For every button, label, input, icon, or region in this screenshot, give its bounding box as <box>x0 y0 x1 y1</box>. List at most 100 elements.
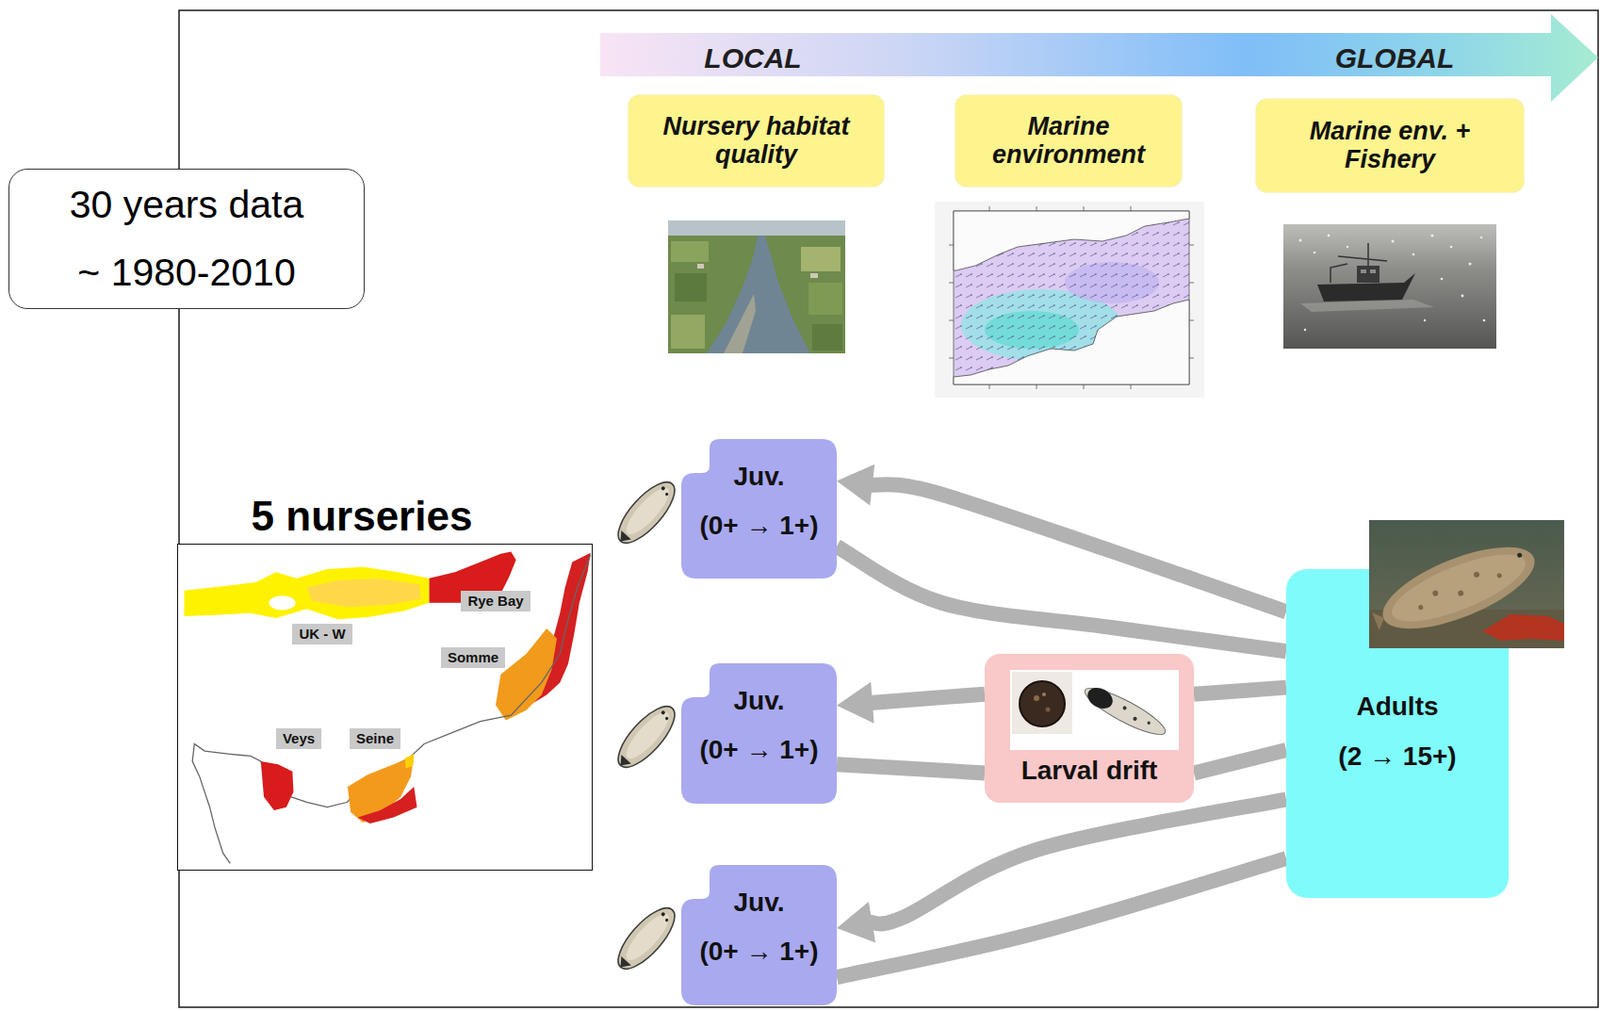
flow-line <box>870 694 985 703</box>
factor-box: Nursery habitat quality <box>628 95 884 187</box>
larva-yolk <box>1083 684 1116 714</box>
juvenile-box: Juv.(0+ → 1+) <box>681 865 837 1006</box>
axis-ticks <box>948 206 1194 390</box>
fish-eye <box>664 917 670 923</box>
sole-spot <box>1472 571 1481 579</box>
water <box>1369 520 1565 649</box>
map-image-ground <box>934 201 1205 398</box>
egg-speckle <box>1042 692 1046 697</box>
egg-frame <box>1012 671 1073 735</box>
flow-arrow <box>836 682 985 724</box>
factor-box: Marine environment <box>955 95 1182 187</box>
sole-spot <box>1496 572 1503 580</box>
flow-line <box>1193 687 1287 695</box>
larval-box: Larval drift <box>984 653 1194 803</box>
fishing-boat-photo <box>1283 224 1497 349</box>
juvenile-box-shape <box>681 865 837 1006</box>
larva-spot <box>1122 705 1127 711</box>
flow-line <box>836 764 985 773</box>
flow-arrow <box>836 546 1287 652</box>
factor-label: Marine env. + Fishery <box>1267 117 1513 174</box>
field <box>670 314 705 349</box>
period-text: ~ 1980-2010 <box>77 249 295 296</box>
stage-name: Juv. <box>734 886 785 919</box>
sandbank <box>723 293 756 354</box>
arrow-head <box>836 901 876 943</box>
seine-area-red <box>358 786 418 824</box>
site-label: Somme <box>440 647 506 669</box>
gulls <box>1299 233 1486 331</box>
flow-arrow <box>836 764 985 773</box>
site-name: UK - W <box>298 624 345 644</box>
adult-box: Adults (2 → 15+) <box>1286 569 1509 898</box>
fish-eye <box>664 716 670 721</box>
land-south <box>953 299 1190 385</box>
sole-tail <box>1371 609 1388 631</box>
flow-line <box>836 858 1287 978</box>
scale-end-label: LOCAL <box>703 41 801 76</box>
fish-eye <box>660 911 667 917</box>
juvenile-sole-icon <box>605 472 687 554</box>
age-range: (0+ → 1+) <box>699 734 818 767</box>
wake <box>1300 299 1435 312</box>
photo-ground <box>1010 669 1179 751</box>
larva-spot <box>1146 720 1151 725</box>
fish-eye <box>660 485 667 491</box>
fish-body <box>609 698 685 776</box>
stage-name: Adults <box>1355 690 1438 723</box>
map-title: 5 nurseries <box>251 491 474 541</box>
larva-body <box>1079 681 1170 742</box>
egg-speckle <box>1033 695 1040 702</box>
scale-arrow: LOCALGLOBAL <box>600 14 1599 102</box>
village <box>697 263 704 269</box>
site-label: Veys <box>276 728 322 750</box>
flow-line <box>1193 750 1287 773</box>
period-box: 30 years data~ 1980-2010 <box>8 168 365 310</box>
fish-eye <box>664 491 670 497</box>
flow-arrow <box>1193 687 1287 695</box>
sole-spot <box>1456 589 1465 598</box>
factor-label: Marine environment <box>966 113 1171 169</box>
arrow-head <box>836 682 875 724</box>
sea <box>1283 224 1497 349</box>
nursery-map: 5 nurseriesRye BayUK - WSommeVeysSeine <box>177 543 593 871</box>
photo-ground <box>668 220 846 354</box>
site-name: Veys <box>282 729 315 749</box>
flow-line <box>836 546 1287 652</box>
age-range: (2 → 15+) <box>1338 740 1456 773</box>
fish-tail <box>615 530 631 546</box>
sole-eye <box>1516 552 1523 559</box>
fish-body <box>609 899 685 978</box>
rigging <box>1330 243 1388 283</box>
site-label: Rye Bay <box>460 590 530 612</box>
flow-arrow <box>1193 750 1287 773</box>
fish-tail <box>615 754 631 770</box>
wheelhouse <box>1356 265 1380 283</box>
field <box>674 273 707 302</box>
fish-tail <box>615 956 631 972</box>
adult-sole-photo <box>1369 520 1565 649</box>
fish-sheen <box>620 482 675 540</box>
field <box>670 241 709 262</box>
juvenile-box-shape <box>681 663 837 804</box>
somme-area-orange <box>495 628 557 721</box>
arrow-head <box>836 464 875 507</box>
window <box>1360 269 1367 274</box>
fish-sheen <box>620 908 675 966</box>
flow-arrow <box>836 858 1287 978</box>
site-name: Rye Bay <box>467 591 523 611</box>
current-vectors <box>953 211 1190 385</box>
flow-line <box>870 799 1287 924</box>
channel-map <box>178 544 594 872</box>
coastline <box>192 555 591 864</box>
field <box>812 324 843 351</box>
river <box>706 235 811 354</box>
inlet <box>268 595 295 610</box>
estuary-photo <box>668 220 846 354</box>
larva-spot <box>1132 716 1138 721</box>
field <box>808 282 843 315</box>
juvenile-box-fill <box>681 439 837 579</box>
juvenile-box-shape <box>681 439 837 579</box>
factor-label: Nursery habitat quality <box>639 113 873 169</box>
